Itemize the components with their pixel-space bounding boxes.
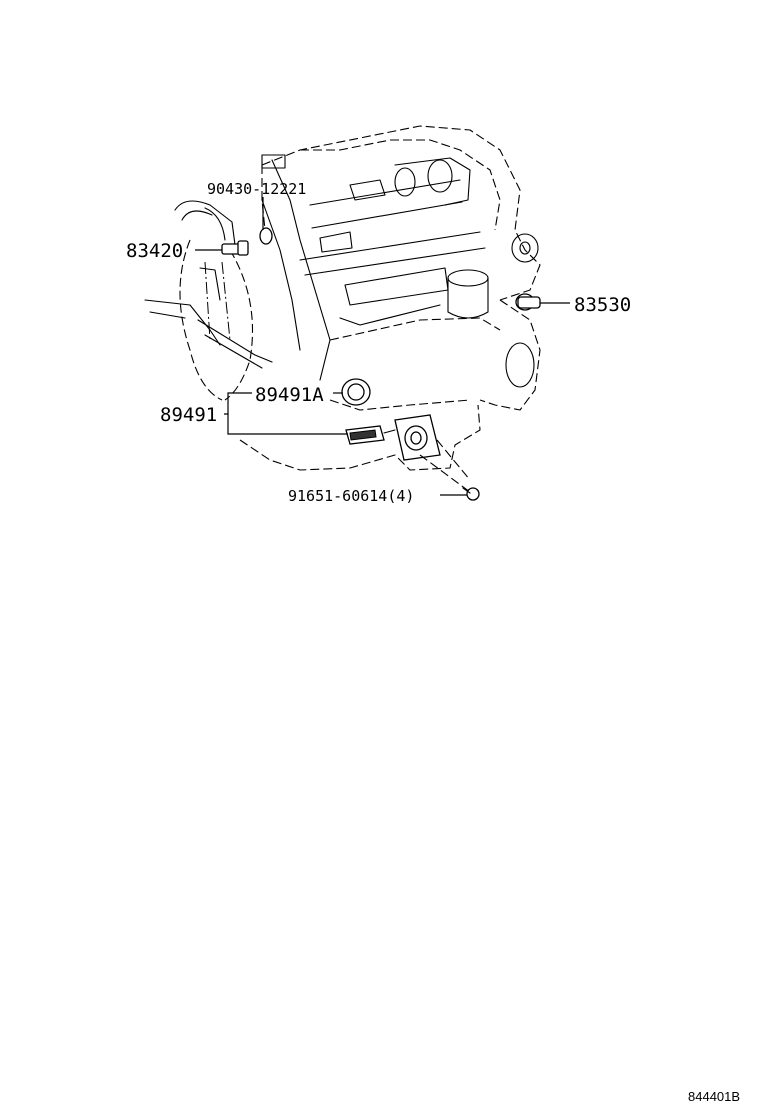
label-89491A: 89491A (255, 384, 324, 406)
label-83420: 83420 (126, 240, 183, 262)
label-91651-60614: 91651-60614(4) (288, 487, 414, 505)
front-pulley-fan (144, 200, 273, 401)
gasket-90430-part (259, 227, 273, 245)
label-83530: 83530 (574, 294, 631, 316)
switch-83530-part (515, 293, 541, 311)
bolt-91651-part (462, 487, 480, 501)
leader-lines (195, 197, 570, 496)
label-89491: 89491 (160, 404, 217, 426)
engine-block-outline (239, 125, 541, 471)
diagram-id: 844401B (688, 1089, 740, 1104)
sender-83420-part (221, 240, 249, 256)
seal-89491A-part (341, 378, 371, 406)
sensor-89491-part (345, 414, 471, 493)
label-90430-12221: 90430-12221 (207, 180, 306, 198)
